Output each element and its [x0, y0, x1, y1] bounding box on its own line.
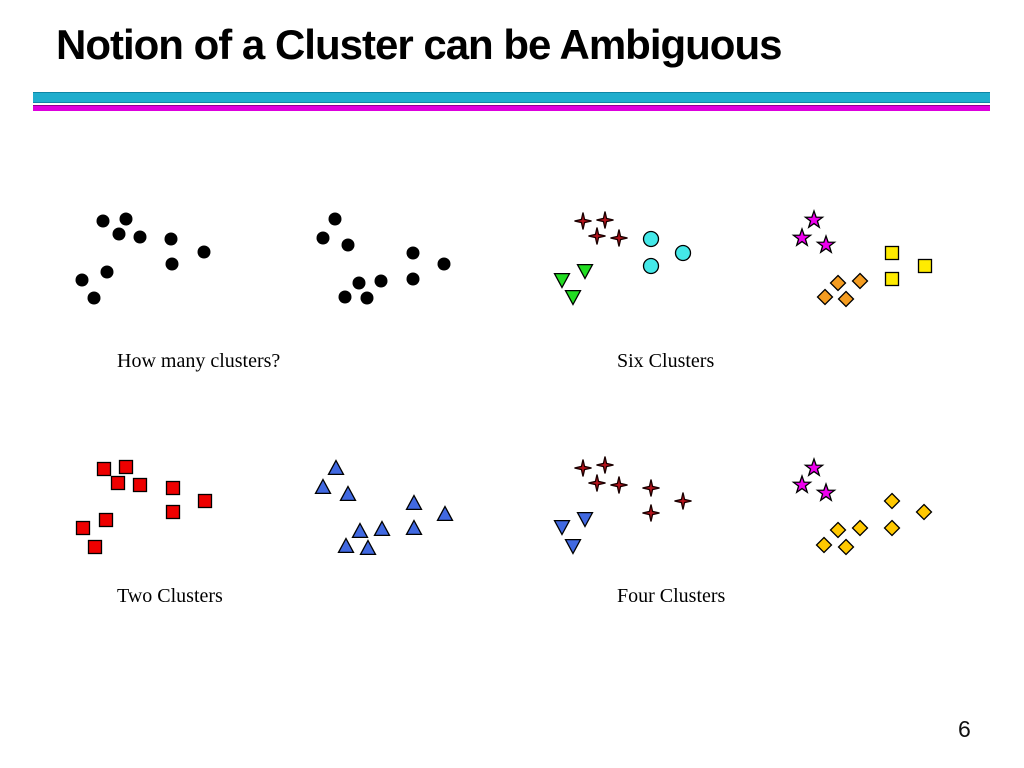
marker-dark-red-sparkles — [574, 212, 592, 230]
marker-black-dots-right-group — [406, 272, 420, 286]
marker-yellow-squares — [884, 245, 900, 261]
marker-blue-up-triangles — [373, 520, 391, 537]
marker-orange-diamonds — [816, 288, 834, 306]
marker-magenta-stars — [815, 482, 837, 502]
marker-magenta-stars — [791, 474, 813, 494]
marker-green-down-triangles — [553, 272, 571, 289]
marker-red-squares — [96, 461, 112, 477]
marker-black-dots-left-group — [197, 245, 211, 259]
marker-dark-red-sparkles — [596, 456, 614, 474]
accent-line-cyan — [33, 92, 990, 103]
marker-orange-diamonds — [851, 272, 869, 290]
marker-gold-diamonds — [851, 519, 869, 537]
marker-orange-diamonds — [829, 274, 847, 292]
marker-black-dots-right-group — [406, 246, 420, 260]
marker-black-dots-right-group — [352, 276, 366, 290]
marker-yellow-squares — [917, 258, 933, 274]
marker-cyan-circles — [642, 230, 660, 248]
marker-black-dots-right-group — [338, 290, 352, 304]
marker-green-down-triangles — [576, 263, 594, 280]
marker-red-squares — [165, 504, 181, 520]
marker-black-dots-right-group — [360, 291, 374, 305]
marker-cyan-circles — [642, 257, 660, 275]
marker-blue-up-triangles — [314, 478, 332, 495]
marker-magenta-stars — [803, 209, 825, 229]
marker-dark-red-sparkles — [642, 479, 660, 497]
caption-four-clusters: Four Clusters — [617, 585, 726, 607]
marker-dark-red-sparkles — [596, 211, 614, 229]
caption-two-clusters: Two Clusters — [117, 585, 223, 607]
marker-black-dots-left-group — [119, 212, 133, 226]
marker-black-dots-right-group — [328, 212, 342, 226]
marker-magenta-stars — [803, 457, 825, 477]
marker-gold-diamonds — [883, 492, 901, 510]
marker-gold-diamonds — [883, 519, 901, 537]
marker-black-dots-left-group — [87, 291, 101, 305]
marker-dark-red-sparkles — [610, 229, 628, 247]
marker-black-dots-left-group — [165, 257, 179, 271]
marker-blue-down-triangles — [576, 511, 594, 528]
marker-dark-red-sparkles — [574, 459, 592, 477]
marker-black-dots-left-group — [100, 265, 114, 279]
marker-black-dots-right-group — [437, 257, 451, 271]
marker-blue-up-triangles — [436, 505, 454, 522]
marker-green-down-triangles — [564, 289, 582, 306]
marker-blue-up-triangles — [337, 537, 355, 554]
caption-how-many-clusters: How many clusters? — [117, 350, 281, 372]
marker-red-squares — [132, 477, 148, 493]
marker-blue-up-triangles — [351, 522, 369, 539]
marker-blue-down-triangles — [564, 538, 582, 555]
marker-orange-diamonds — [837, 290, 855, 308]
marker-cyan-circles — [674, 244, 692, 262]
marker-red-squares — [110, 475, 126, 491]
marker-magenta-stars — [815, 234, 837, 254]
caption-six-clusters: Six Clusters — [617, 350, 715, 372]
marker-yellow-squares — [884, 271, 900, 287]
marker-dark-red-sparkles — [674, 492, 692, 510]
marker-red-squares — [197, 493, 213, 509]
marker-blue-up-triangles — [339, 485, 357, 502]
marker-gold-diamonds — [815, 536, 833, 554]
marker-black-dots-left-group — [96, 214, 110, 228]
marker-blue-up-triangles — [359, 539, 377, 556]
marker-black-dots-left-group — [75, 273, 89, 287]
marker-magenta-stars — [791, 227, 813, 247]
marker-gold-diamonds — [837, 538, 855, 556]
marker-gold-diamonds — [915, 503, 933, 521]
marker-black-dots-right-group — [374, 274, 388, 288]
page-number: 6 — [958, 716, 971, 742]
marker-gold-diamonds — [829, 521, 847, 539]
marker-black-dots-left-group — [164, 232, 178, 246]
marker-blue-down-triangles — [553, 519, 571, 536]
marker-red-squares — [98, 512, 114, 528]
marker-red-squares — [87, 539, 103, 555]
marker-dark-red-sparkles — [588, 474, 606, 492]
marker-dark-red-sparkles — [642, 504, 660, 522]
marker-black-dots-right-group — [316, 231, 330, 245]
accent-line-magenta — [33, 105, 990, 111]
marker-blue-up-triangles — [405, 494, 423, 511]
marker-red-squares — [165, 480, 181, 496]
marker-black-dots-right-group — [341, 238, 355, 252]
marker-dark-red-sparkles — [610, 476, 628, 494]
marker-black-dots-left-group — [133, 230, 147, 244]
marker-red-squares — [118, 459, 134, 475]
marker-blue-up-triangles — [327, 459, 345, 476]
slide-title: Notion of a Cluster can be Ambiguous — [56, 21, 782, 68]
marker-dark-red-sparkles — [588, 227, 606, 245]
marker-blue-up-triangles — [405, 519, 423, 536]
marker-black-dots-left-group — [112, 227, 126, 241]
marker-red-squares — [75, 520, 91, 536]
